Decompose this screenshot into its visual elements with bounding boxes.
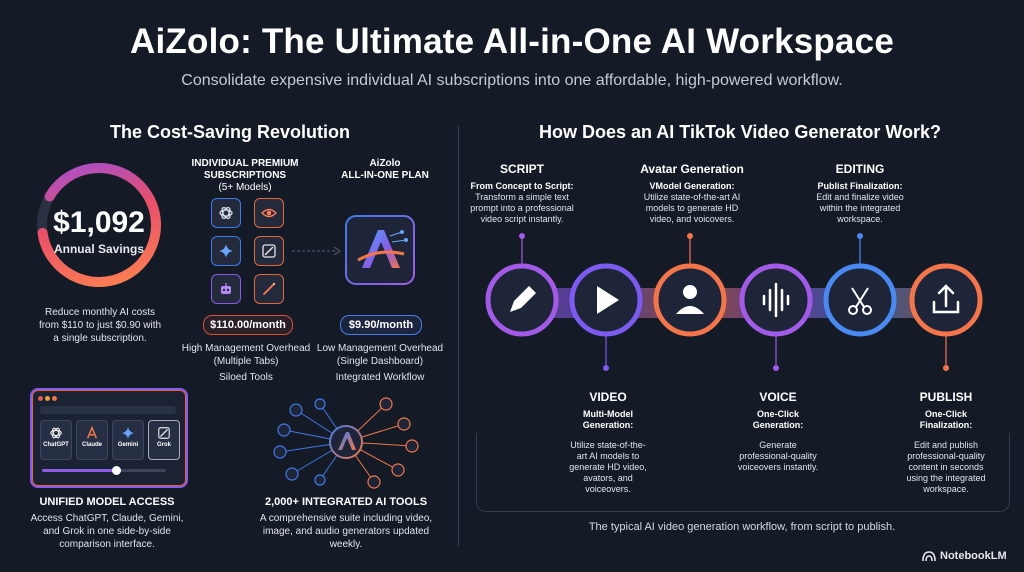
sparkle-icon bbox=[219, 244, 233, 258]
unified-title: UNIFIED MODEL ACCESS bbox=[39, 496, 175, 508]
slider-fill bbox=[42, 469, 116, 472]
slider-handle[interactable] bbox=[112, 466, 121, 475]
model-card-claude[interactable]: Claude bbox=[76, 420, 108, 460]
individual-subscriptions-heading: INDIVIDUAL PREMIUM SUBSCRIPTIONS (5+ Mod… bbox=[191, 158, 299, 193]
magic-wand-icon bbox=[263, 282, 276, 295]
window-dot-icon bbox=[38, 396, 43, 401]
workflow-title: How Does an AI TikTok Video Generator Wo… bbox=[538, 122, 942, 142]
savings-amount: $1,092 bbox=[53, 206, 145, 239]
model-label: Gemini bbox=[117, 442, 139, 448]
pencil-icon bbox=[510, 286, 536, 312]
sparkle-icon bbox=[121, 426, 135, 440]
aizolo-logo-icon bbox=[345, 215, 415, 285]
grok-icon bbox=[158, 427, 170, 439]
model-card-grok[interactable]: Grok bbox=[148, 420, 180, 460]
notebooklm-brand: NotebookLM bbox=[922, 550, 1007, 562]
scissors-icon bbox=[848, 287, 872, 315]
individual-note: High Management Overhead (Multiple Tabs)… bbox=[181, 343, 311, 383]
unified-model-panel: ChatGPT Claude Gemini Grok bbox=[30, 388, 188, 488]
savings-description: Reduce monthly AI costs from $110 to jus… bbox=[38, 307, 162, 344]
address-bar bbox=[40, 406, 176, 414]
tools-title: 2,000+ INTEGRATED AI TOOLS bbox=[264, 496, 428, 508]
page-subtitle: Consolidate expensive individual AI subs… bbox=[181, 72, 843, 89]
window-dot-icon bbox=[45, 396, 50, 401]
upload-icon bbox=[932, 284, 960, 314]
page-title: AiZolo: The Ultimate All-in-One AI Works… bbox=[130, 22, 894, 61]
openai-icon bbox=[50, 427, 62, 439]
notebooklm-logo-icon bbox=[922, 551, 936, 562]
eye-tile bbox=[254, 198, 284, 228]
robot-tile bbox=[211, 274, 241, 304]
model-card-chatgpt[interactable]: ChatGPT bbox=[40, 420, 72, 460]
step-publish: PUBLISH One-Click Finalization: Edit and… bbox=[906, 390, 986, 494]
tools-hub-diagram bbox=[273, 397, 419, 489]
model-label: ChatGPT bbox=[43, 442, 69, 448]
workflow-caption: The typical AI video generation workflow… bbox=[588, 521, 896, 533]
step-script: SCRIPT From Concept to Script: Transform… bbox=[470, 162, 574, 224]
sparkle-tile bbox=[211, 236, 241, 266]
workflow-frame bbox=[476, 433, 1010, 512]
arrow-right-icon bbox=[292, 246, 342, 256]
grok-tile bbox=[254, 236, 284, 266]
waveform-icon bbox=[762, 282, 790, 318]
tools-description: A comprehensive suite including video, i… bbox=[259, 513, 433, 550]
eye-icon bbox=[261, 208, 277, 218]
grok-icon bbox=[262, 244, 276, 258]
openai-tile bbox=[211, 198, 241, 228]
aizolo-price-badge: $9.90/month bbox=[340, 315, 422, 335]
openai-icon bbox=[219, 206, 233, 220]
person-icon bbox=[676, 285, 704, 314]
model-card-gemini[interactable]: Gemini bbox=[112, 420, 144, 460]
model-label: Grok bbox=[156, 442, 171, 448]
section-divider bbox=[458, 126, 459, 546]
play-icon bbox=[597, 286, 619, 314]
robot-icon bbox=[221, 283, 231, 294]
workflow-chain bbox=[485, 233, 983, 371]
magic-wand-tile bbox=[254, 274, 284, 304]
step-video: VIDEO Multi-Model Generation: Utilize st… bbox=[569, 390, 647, 494]
aizolo-note: Low Management Overhead (Single Dashboar… bbox=[316, 343, 444, 383]
step-editing: EDITING Publist Finalization: Edit and f… bbox=[816, 162, 904, 224]
step-avatar-generation: Avatar Generation VModel Generation: Uti… bbox=[640, 162, 744, 224]
cost-saving-title: The Cost-Saving Revolution bbox=[109, 122, 350, 142]
claude-icon bbox=[86, 425, 98, 439]
step-voice: VOICE One-Click Generation: Generate pro… bbox=[737, 390, 819, 472]
model-label: Claude bbox=[81, 442, 102, 448]
savings-label: Annual Savings bbox=[53, 242, 145, 256]
window-dot-icon bbox=[52, 396, 57, 401]
unified-description: Access ChatGPT, Claude, Gemini, and Grok… bbox=[30, 513, 184, 550]
aizolo-plan-heading: AiZolo ALL-IN-ONE PLAN bbox=[341, 158, 429, 181]
savings-ring bbox=[37, 163, 161, 287]
individual-price-badge: $110.00/month bbox=[203, 315, 293, 335]
